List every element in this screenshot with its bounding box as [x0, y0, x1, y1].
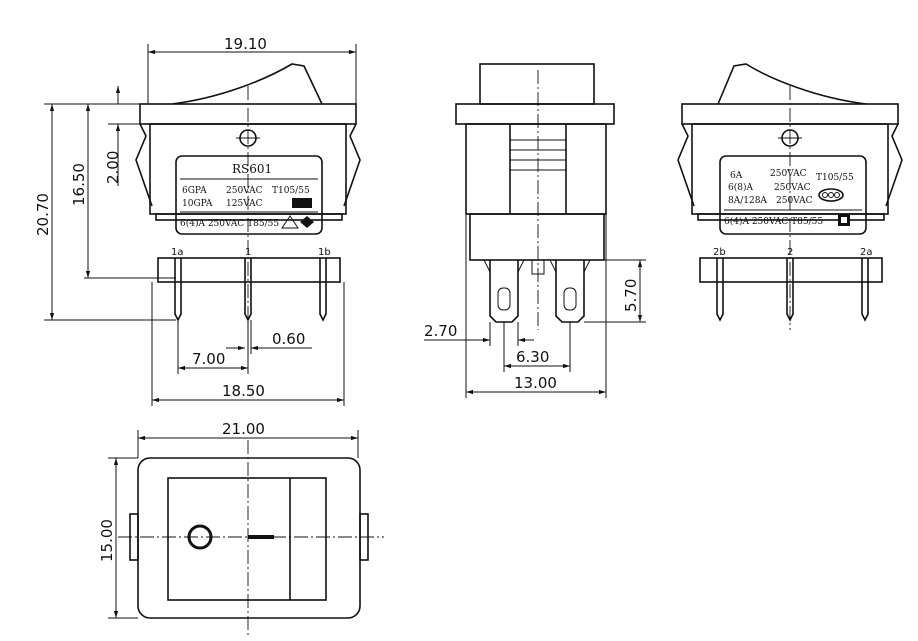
- back-rocker-cap: [717, 63, 867, 105]
- dim-side-pin-height: 5.70: [622, 279, 640, 312]
- front-rocker-cap: [171, 63, 323, 105]
- back-base: [699, 257, 883, 283]
- back-label-r2-left: 6(8)A: [728, 182, 753, 193]
- dim-top-width: 21.00: [222, 420, 265, 438]
- dim-front-width-top: 19.10: [224, 35, 267, 53]
- back-label-r1-left: 6A: [730, 171, 743, 181]
- back-label-r1-mid: 250VAC: [770, 169, 807, 179]
- back-pin-2a: 2a: [860, 247, 873, 258]
- dim-front-pin-spacing: 7.00: [192, 350, 225, 368]
- side-body: [465, 123, 607, 215]
- dim-front-pin-width: 0.60: [272, 330, 305, 348]
- back-cert-mark-icon: [838, 214, 850, 226]
- back-clip-right: [885, 123, 903, 207]
- dim-front-width-bottom: 18.50: [222, 382, 265, 400]
- front-base: [157, 257, 341, 283]
- front-pin-1b: 1b: [318, 247, 331, 258]
- dim-side-pin-width: 2.70: [424, 322, 457, 340]
- back-base-top: [697, 213, 885, 221]
- back-pin-2b: 2b: [713, 247, 726, 258]
- back-clip-left: [677, 123, 695, 207]
- back-label-r1-right: T105/55: [816, 173, 854, 183]
- front-model: RS601: [232, 162, 272, 176]
- top-rocker: [167, 477, 327, 601]
- front-clip-right: [343, 123, 361, 207]
- front-pins: [174, 258, 327, 322]
- back-pin-2: 2: [787, 247, 793, 258]
- front-label-r1-left: 6GPA: [182, 186, 207, 196]
- front-label-plate: [175, 155, 323, 235]
- dim-front-height-total: 20.70: [34, 193, 52, 236]
- back-label-plate: [719, 155, 867, 235]
- front-label-r1-mid: 250VAC: [226, 186, 263, 196]
- side-view: 5.70 2.70 6.30 13.00: [424, 63, 646, 398]
- dim-top-height: 15.00: [98, 519, 116, 562]
- side-terminals: [483, 259, 591, 323]
- front-label-r2-mid: 125VAC: [226, 199, 263, 209]
- back-label-r2-mid: 250VAC: [774, 183, 811, 193]
- front-pin-1: 1: [245, 247, 251, 258]
- side-rocker: [479, 63, 595, 105]
- top-view: 21.00 15.00: [98, 420, 384, 638]
- front-clip-left: [135, 123, 153, 207]
- side-base: [469, 213, 605, 261]
- back-label-r3-mid: 250VAC: [776, 196, 813, 206]
- side-flange: [455, 103, 615, 125]
- front-label-r1-right: T105/55: [272, 186, 310, 196]
- front-pin-1a: 1a: [171, 247, 184, 258]
- back-label-r4: 6(4)A 250VAC T85/55: [724, 216, 823, 227]
- front-cert-logo-icon: [292, 198, 312, 208]
- dim-front-height-body: 16.50: [70, 163, 88, 206]
- back-pins: [716, 258, 869, 322]
- off-symbol-icon: [187, 524, 213, 550]
- dim-side-width: 13.00: [514, 374, 557, 392]
- back-label-r3-left: 8A/128A: [728, 196, 767, 206]
- front-label-r3: 6(4)A 250VAC T85/55: [180, 218, 279, 229]
- back-view: 6A 250VAC T105/55 6(8)A 250VAC 8A/128A 2…: [677, 63, 903, 330]
- dim-side-pin-spacing: 6.30: [516, 348, 549, 366]
- front-label-r2-left: 10GPA: [182, 199, 213, 209]
- front-view: RS601 6GPA 250VAC T105/55 10GPA 125VAC 6…: [34, 35, 361, 406]
- back-cqc-logo-icon: [818, 188, 844, 202]
- dim-front-height-cap: 2.00: [104, 151, 122, 184]
- front-base-top: [155, 213, 343, 221]
- front-warning-icon: [281, 215, 314, 229]
